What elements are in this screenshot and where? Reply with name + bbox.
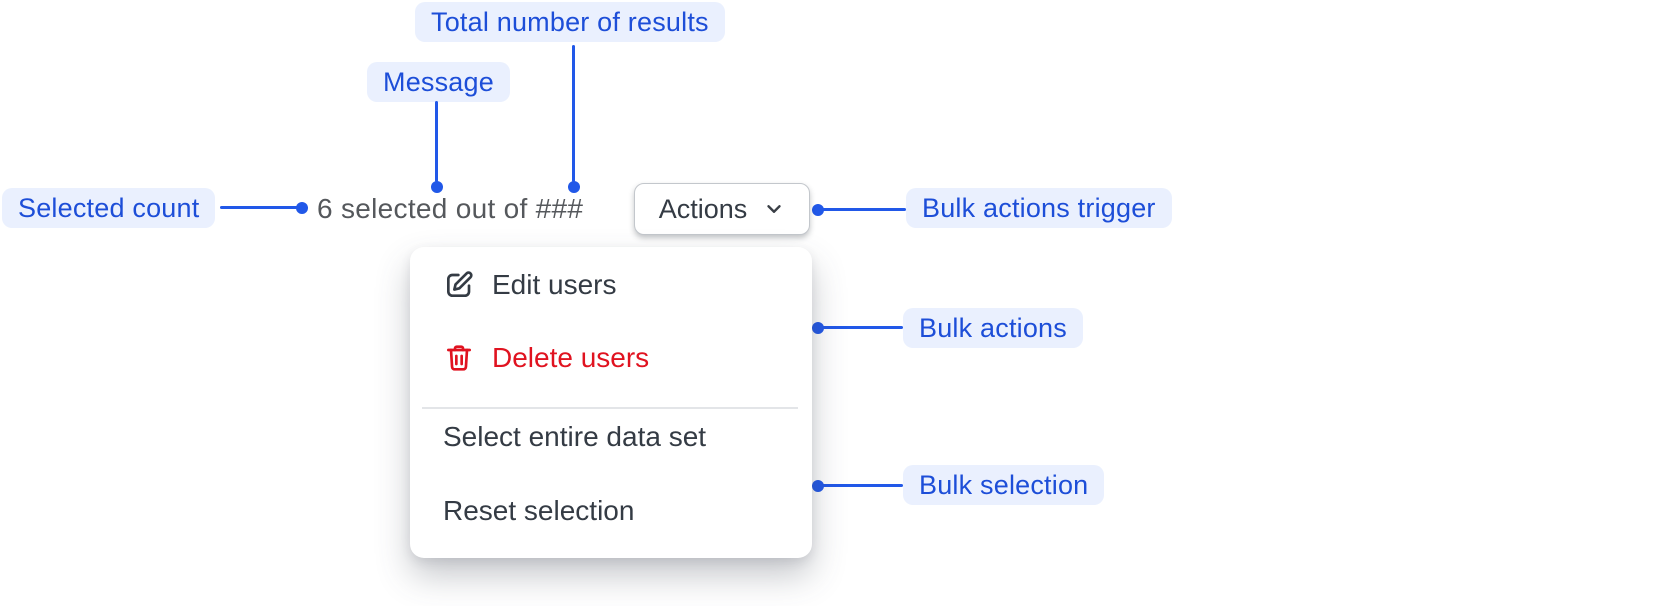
menu-item-label: Select entire data set xyxy=(443,421,707,452)
connector-dot-total-results xyxy=(568,181,580,193)
edit-icon xyxy=(443,269,475,301)
menu-divider xyxy=(422,407,798,409)
menu-item-label: Edit users xyxy=(492,269,617,300)
annotation-message: Message xyxy=(367,62,510,102)
connector-dot-bulk-actions-trigger xyxy=(812,204,824,216)
annotation-bulk-actions-trigger: Bulk actions trigger xyxy=(906,188,1172,228)
menu-item-label: Delete users xyxy=(492,342,650,373)
bulk-actions-trigger-label: Actions xyxy=(658,193,748,224)
bulk-actions-menu: Edit users Delete users Select entire da… xyxy=(410,247,812,558)
connector-line-selected-count xyxy=(220,206,302,209)
selection-message: 6 selected out of ### xyxy=(317,193,584,224)
chevron-down-icon xyxy=(763,198,785,220)
connector-dot-bulk-actions xyxy=(812,322,824,334)
connector-line-total-results xyxy=(572,45,575,182)
connector-dot-selected-count xyxy=(296,202,308,214)
annotation-selected-count: Selected count xyxy=(2,188,216,228)
bulk-actions-trigger-button[interactable]: Actions xyxy=(634,183,810,235)
connector-line-bulk-selection xyxy=(822,484,903,487)
annotation-total-number-of-results: Total number of results xyxy=(415,2,725,42)
menu-item-label: Reset selection xyxy=(443,495,635,526)
trash-icon xyxy=(443,342,475,374)
menu-item-reset-selection[interactable]: Reset selection xyxy=(443,484,796,538)
annotation-bulk-selection: Bulk selection xyxy=(903,465,1105,505)
menu-item-edit-users[interactable]: Edit users xyxy=(443,258,796,312)
connector-dot-bulk-selection xyxy=(812,480,824,492)
menu-item-select-entire-data-set[interactable]: Select entire data set xyxy=(443,410,796,464)
connector-line-bulk-actions-trigger xyxy=(822,208,906,211)
connector-line-bulk-actions xyxy=(822,326,903,329)
menu-item-delete-users[interactable]: Delete users xyxy=(443,331,796,385)
connector-line-message xyxy=(435,101,438,182)
annotation-bulk-actions: Bulk actions xyxy=(903,308,1083,348)
connector-dot-message xyxy=(431,181,443,193)
